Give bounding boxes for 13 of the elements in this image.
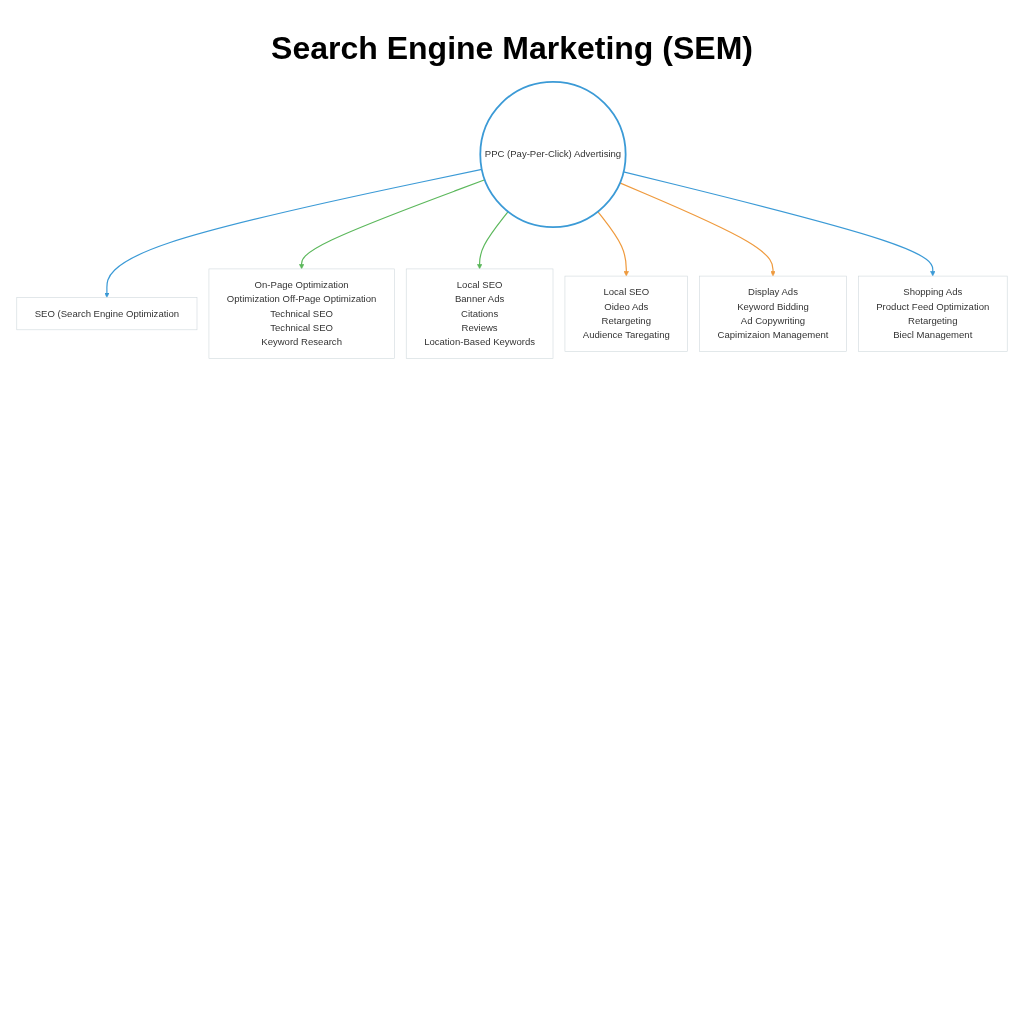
node-circle: PPC (Pay-Per-Click) Advertising bbox=[479, 80, 627, 229]
arrow bbox=[619, 182, 776, 277]
node-box: On-Page Optimization Optimization Off-Page Optimization Technical SEO Technical SEO Keyword Research bbox=[208, 268, 395, 359]
node-box: Local SEO Banner Ads Citations Reviews Location-Based Keywords bbox=[405, 268, 554, 359]
diagram-title: Search Engine Marketing (SEM) bbox=[270, 30, 754, 67]
node-box: Local SEO Oideo Ads Retargeting Audience Taregating bbox=[564, 275, 688, 352]
arrow bbox=[477, 211, 509, 270]
node-box: SEO (Search Engine Optimization bbox=[16, 297, 198, 331]
arrow bbox=[104, 168, 483, 298]
arrow bbox=[299, 179, 486, 270]
node-box: Shopping Ads Product Feed Optimization Retargeting Biecl Management bbox=[858, 275, 1008, 352]
arrow bbox=[597, 211, 629, 277]
node-box: Display Ads Keyword Bidding Ad Copywriting Capimizaion Management bbox=[699, 275, 847, 352]
